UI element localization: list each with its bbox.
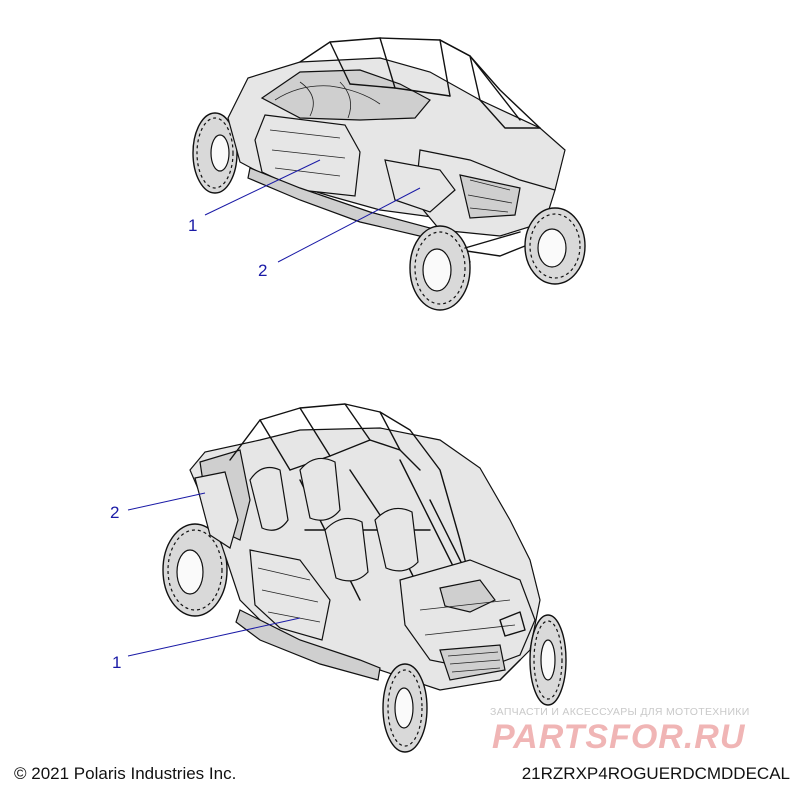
callout-top-1: 1 <box>188 216 197 235</box>
leader-top-2 <box>277 187 421 263</box>
leader-bottom-1 <box>127 617 301 657</box>
watermark-subtitle: ЗАПЧАСТИ И АКСЕССУАРЫ ДЛЯ МОТОТЕХНИКИ <box>490 706 750 718</box>
watermark-logo: PARTSFOR.RU <box>492 718 746 756</box>
leader-bottom-2 <box>127 492 206 511</box>
part-code: 21RZRXP4ROGUERDCMDDECAL <box>521 764 790 783</box>
vehicle-front-view <box>162 403 567 753</box>
tire-left-rear-bottom <box>162 523 228 617</box>
tire-right-front-top <box>409 225 471 311</box>
callout-bottom-2: 2 <box>110 503 119 522</box>
callout-bottom-1: 1 <box>112 653 121 672</box>
leader-top-1 <box>204 159 321 216</box>
tire-right-front-bottom <box>529 614 567 706</box>
tire-left-front-bottom <box>382 663 428 753</box>
vehicle-rear-view <box>192 37 586 311</box>
tire-right-rear-top <box>524 207 586 285</box>
copyright-text: © 2021 Polaris Industries Inc. <box>14 764 237 783</box>
callout-top-2: 2 <box>258 261 267 280</box>
